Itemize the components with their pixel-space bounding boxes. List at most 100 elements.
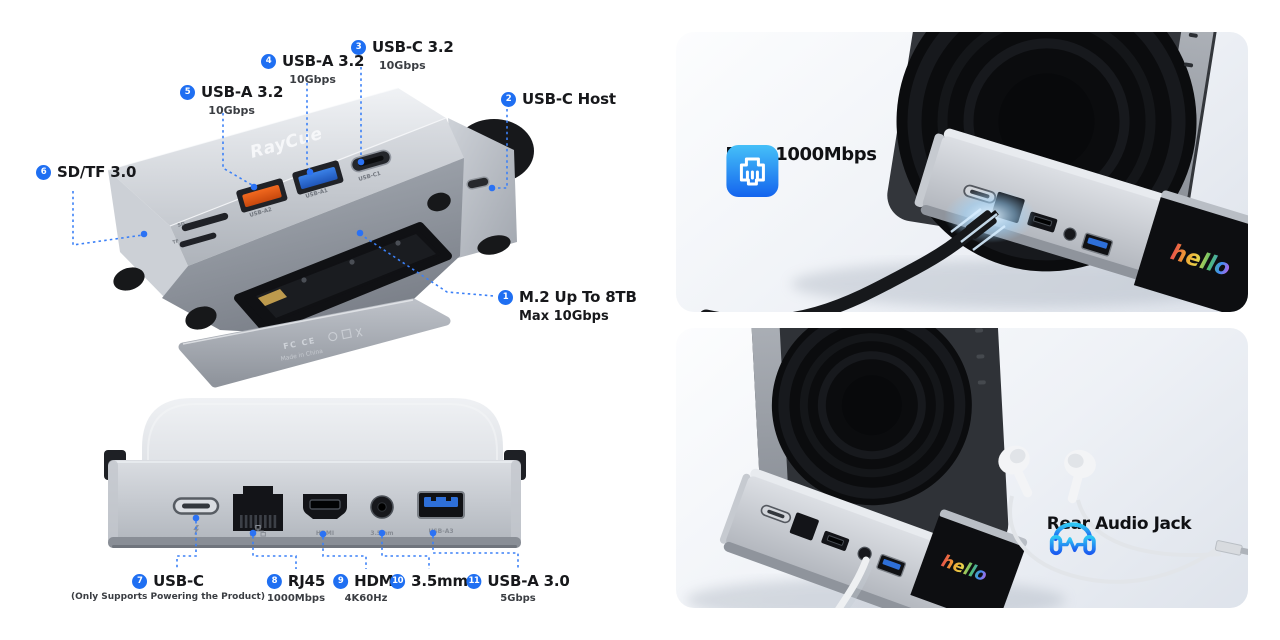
callout-title: USB-A 3.2 <box>201 83 284 101</box>
leader-dot <box>488 184 496 192</box>
callout-usb-a-32-top: 4 USB-A 3.2 10Gbps <box>261 52 364 86</box>
callout-number-badge: 11 <box>466 573 482 589</box>
callout-usb-c-32: 3 USB-C 3.2 10Gbps <box>351 38 454 72</box>
usb-c-power-port <box>172 497 220 515</box>
earbuds <box>998 445 1248 584</box>
dock-rj45-port <box>789 512 819 541</box>
callout-hdmi: 9 HDMI 4K60Hz <box>333 572 399 604</box>
mac-mini-2 <box>744 328 1009 559</box>
leader-line <box>72 191 144 246</box>
callout-title: USB-C 3.2 <box>372 38 454 56</box>
dock-usb-c-port <box>760 504 792 524</box>
leader-dot <box>250 183 258 191</box>
sd-card-slot: SD <box>177 212 229 232</box>
callout-number-badge: 7 <box>132 573 148 589</box>
m2-ssd-bay <box>234 222 452 334</box>
callout-number-badge: 9 <box>333 573 349 589</box>
usb-a-blue-port: USB-A1 <box>292 160 344 200</box>
leader-dot <box>319 530 327 538</box>
callout-number-badge: 4 <box>261 53 276 69</box>
callout-title: M.2 Up To 8TB <box>519 288 637 306</box>
callout-title: RJ45 <box>287 572 326 590</box>
callout-m2: 1 M.2 Up To 8TB Max 10Gbps <box>498 288 637 324</box>
rj45-port-icon <box>726 145 779 197</box>
leader-line <box>359 233 495 297</box>
leader-line <box>176 521 197 569</box>
callout-35mm: 10 3.5mm <box>390 572 468 590</box>
leader-dot <box>249 529 257 537</box>
callout-subtitle: 1000Mbps <box>266 593 326 604</box>
leader-line <box>222 113 253 186</box>
leader-dot <box>429 529 437 537</box>
feature-card-rj45: hello RJ45 1 <box>676 32 1248 312</box>
feature-block-rj45: RJ45 1000Mbps <box>725 144 877 197</box>
leader-line <box>432 536 519 569</box>
audio-jack-port <box>370 495 394 519</box>
callout-title: 3.5mm <box>411 572 468 590</box>
hub-end-cap <box>448 118 517 258</box>
sd-slot-label: SD <box>177 221 186 229</box>
callout-title: USB-C <box>153 572 204 590</box>
leader-dot <box>356 229 364 237</box>
callout-usb-a-32-left: 5 USB-A 3.2 10Gbps <box>180 83 283 117</box>
dock-usb-a-port <box>1081 232 1114 257</box>
usb-c-host-port <box>466 176 490 190</box>
callout-subtitle: 5Gbps <box>500 593 536 604</box>
callout-title: USB-A 3.2 <box>282 52 365 70</box>
dock-hdmi-port <box>821 530 850 551</box>
callout-sd-tf: 6 SD/TF 3.0 <box>36 163 136 181</box>
hub-underside <box>162 158 464 338</box>
tf-card-slot: TF <box>172 232 217 248</box>
leader-line <box>252 536 297 569</box>
dock-front-2: hello <box>719 468 1028 608</box>
usb-a3-label: USB-A3 <box>428 528 453 535</box>
top-hub-illustration: RayCue <box>107 87 534 338</box>
leader-lines <box>72 67 519 569</box>
rear-view-illustration: HDMI 3.5mm USB-A3 <box>104 398 526 548</box>
m2-cover-plate: FC CE Made in China <box>178 298 451 388</box>
callout-title: USB-A 3.0 <box>487 572 570 590</box>
dock-base-screen <box>910 515 1026 608</box>
glow-streaks <box>950 208 1006 251</box>
leader-line <box>322 537 367 569</box>
hub-left-cap <box>108 170 188 297</box>
lightning-connector <box>1214 540 1248 556</box>
callout-title: USB-C Host <box>522 90 616 108</box>
callout-usb-c-host: 2 USB-C Host <box>501 90 616 108</box>
callout-usb-c-power: 7 USB-C (Only Supports Powering the Prod… <box>71 572 265 602</box>
callout-rj45: 8 RJ45 1000Mbps <box>266 572 326 604</box>
feature-card-audio: hello <box>676 328 1248 608</box>
rubber-feet <box>113 192 511 330</box>
callout-number-badge: 1 <box>498 289 513 305</box>
leader-dot <box>306 168 314 176</box>
feature-block-audio: Rear Audio Jack <box>1047 514 1192 556</box>
dock-front: hello <box>914 128 1248 312</box>
cert-symbol-icons <box>328 327 363 342</box>
callout-subtitle: 10Gbps <box>208 104 255 117</box>
callout-title: SD/TF 3.0 <box>57 163 137 181</box>
audio-photo-illustration: hello <box>686 328 1248 608</box>
leader-line <box>306 83 311 171</box>
power-bolt-icon <box>193 525 200 535</box>
callout-subtitle: Max 10Gbps <box>519 309 609 324</box>
callout-number-badge: 8 <box>266 573 282 589</box>
callout-subtitle: (Only Supports Powering the Product) <box>71 592 265 602</box>
callout-number-badge: 5 <box>180 84 195 100</box>
leader-dot <box>192 514 200 522</box>
callout-subtitle: 4K60Hz <box>344 593 388 604</box>
ssd-connector <box>258 289 287 306</box>
rj45-port <box>233 486 283 531</box>
rj45-photo-illustration: hello <box>700 32 1248 312</box>
ethernet-cable <box>700 221 983 312</box>
dock-usb-a-port <box>876 553 907 578</box>
hdmi-port <box>303 494 347 519</box>
callout-subtitle: 10Gbps <box>379 59 426 72</box>
callout-number-badge: 10 <box>390 573 406 589</box>
leader-dot <box>378 529 386 537</box>
hub-top-face <box>108 88 446 226</box>
callout-number-badge: 6 <box>36 164 51 180</box>
tf-slot-label: TF <box>172 238 180 246</box>
callout-number-badge: 2 <box>501 91 516 107</box>
callout-number-badge: 3 <box>351 39 366 55</box>
